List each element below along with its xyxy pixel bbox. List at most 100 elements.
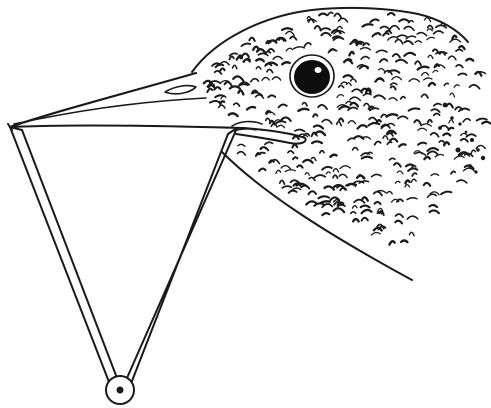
feather-stroke [368, 123, 379, 126]
feather-stroke [214, 87, 220, 89]
feather-stroke [267, 69, 273, 72]
feather-stroke [428, 55, 433, 58]
feather-stroke [457, 180, 467, 183]
feather-stroke [396, 214, 403, 217]
feather-dot [458, 122, 461, 125]
feather-stroke [360, 48, 370, 50]
feather-stroke [325, 186, 334, 189]
feather-stroke [383, 136, 388, 140]
feather-stroke [406, 165, 414, 167]
feather-stroke [238, 152, 246, 155]
feather-dot [443, 103, 448, 108]
feather-stroke [395, 40, 402, 44]
caliper-right-arm-inner [132, 134, 228, 381]
feather-stroke [361, 57, 369, 60]
feather-stroke [454, 85, 459, 88]
feather-stroke [428, 151, 438, 154]
feather-stroke [405, 180, 409, 183]
feather-stroke [265, 142, 273, 144]
nostril [165, 86, 196, 94]
feather-stroke [390, 26, 399, 30]
feather-stroke [364, 103, 370, 107]
feather-stroke [431, 133, 439, 137]
feather-stroke [322, 167, 332, 170]
feather-stroke [303, 160, 312, 163]
feather-stroke [260, 147, 268, 150]
feather-stroke [352, 89, 362, 93]
feather-stroke [458, 73, 466, 75]
caliper-left-arm-outer [10, 127, 109, 382]
feather-stroke [278, 125, 285, 128]
feather-stroke [424, 78, 432, 80]
feather-stroke [276, 121, 285, 123]
feather-stroke [303, 103, 308, 106]
feather-stroke [204, 81, 213, 85]
feather-stroke [392, 77, 402, 80]
feather-stroke [340, 166, 350, 169]
feather-stroke [405, 185, 410, 187]
feather-stroke [421, 94, 428, 97]
feather-stroke [429, 205, 437, 207]
feather-stroke [476, 146, 485, 149]
feather-stroke [286, 48, 292, 51]
feather-stroke [295, 130, 305, 132]
feather-stroke [362, 210, 372, 213]
feather-dot [476, 148, 479, 151]
feather-stroke [362, 197, 367, 200]
feather-stroke [439, 141, 445, 144]
feather-stroke [311, 157, 315, 160]
feather-stroke [433, 70, 438, 72]
feather-stroke [466, 134, 475, 137]
throat-outline [222, 152, 412, 280]
feather-stroke [397, 35, 407, 37]
feather-stroke [285, 170, 295, 172]
feather-stroke [238, 84, 247, 86]
feather-stroke [350, 103, 357, 106]
lower-mandible [10, 125, 306, 143]
feather-stroke [378, 69, 384, 72]
feather-stroke [315, 26, 321, 29]
feather-stroke [391, 86, 396, 89]
feather-stroke [354, 200, 364, 203]
feather-stroke [463, 119, 470, 122]
feather-stroke [338, 18, 347, 22]
feather-stroke [318, 105, 327, 109]
feather-stroke [321, 33, 330, 36]
feather-dot [438, 126, 442, 130]
feather-stroke [314, 126, 323, 129]
feather-stroke [220, 68, 225, 71]
feather-stroke [322, 213, 329, 215]
feather-stroke [341, 82, 347, 84]
feather-stroke [461, 139, 468, 142]
feather-stroke [334, 13, 341, 17]
feather-stroke [353, 219, 359, 221]
feather-stroke [394, 163, 401, 167]
feather-stroke [241, 44, 250, 46]
gape [232, 122, 262, 126]
feather-stroke [337, 95, 344, 98]
feather-stroke [313, 114, 317, 116]
feather-stroke [282, 28, 292, 30]
feather-stroke [362, 157, 372, 159]
feather-stroke [455, 107, 462, 110]
feather-stroke [271, 160, 279, 164]
feather-stroke [433, 49, 439, 52]
feather-stroke [376, 78, 384, 81]
feather-stroke [312, 141, 322, 143]
feather-stroke [411, 179, 416, 182]
feather-stroke [389, 98, 397, 101]
feather-stroke [450, 93, 454, 97]
feather-stroke [322, 120, 332, 124]
calipers-icon [10, 127, 237, 382]
feather-stroke [424, 183, 430, 186]
feather-stroke [383, 33, 388, 35]
feather-stroke [333, 175, 338, 178]
feather-stroke [351, 212, 356, 214]
feather-stroke [219, 105, 225, 108]
feather-stroke [225, 82, 232, 85]
feather-stroke [387, 133, 393, 136]
feather-dot [474, 170, 477, 173]
feather-stroke [397, 171, 403, 174]
feather-stroke [471, 150, 475, 153]
